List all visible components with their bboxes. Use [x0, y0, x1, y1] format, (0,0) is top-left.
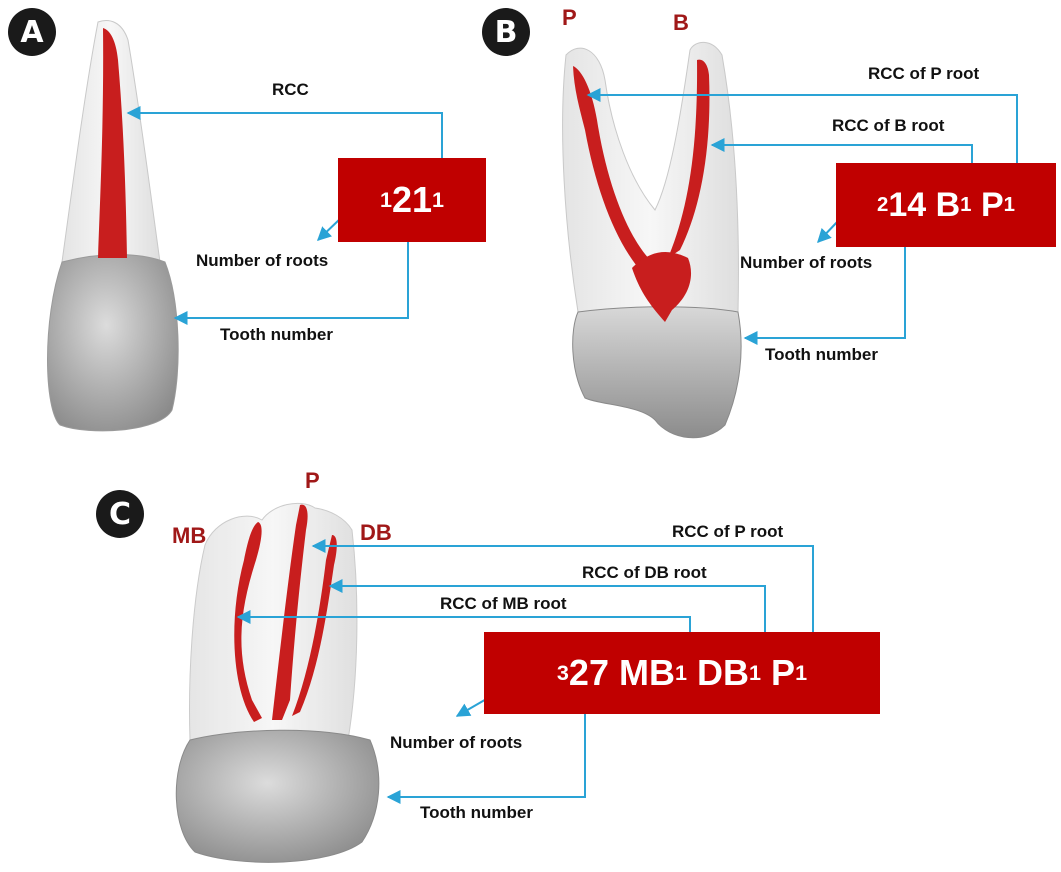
- panel-c-code-p: P: [771, 652, 796, 693]
- panel-b-code-number: 14: [888, 185, 927, 224]
- panel-b-root-b: B: [673, 10, 689, 35]
- panel-c-badge: C: [96, 490, 144, 538]
- tooth-a: [47, 20, 179, 432]
- panel-b-code-b: B: [935, 185, 961, 224]
- panel-b-badge: B: [482, 8, 530, 56]
- tooth-a-crown: [47, 254, 179, 432]
- panel-c-tooth-label: Tooth number: [420, 803, 533, 822]
- tooth-c: [175, 502, 380, 863]
- tooth-c-canal-db: [292, 535, 337, 716]
- tooth-a-canal: [98, 28, 127, 258]
- tooth-c-roots: [189, 502, 358, 741]
- panel-c-root-mb: MB: [172, 523, 207, 548]
- panel-c-rcc-p-label: RCC of P root: [672, 522, 784, 541]
- panel-a-code-number: 21: [391, 179, 433, 220]
- panel-a-rcc-label: RCC: [272, 80, 309, 99]
- tooth-c-canal-mb: [234, 522, 262, 722]
- tooth-b-pulp-chamber: [632, 252, 692, 322]
- panel-b-root-p: P: [562, 5, 577, 30]
- panel-c-root-db: DB: [360, 520, 392, 545]
- panel-a-tooth-label: Tooth number: [220, 325, 333, 344]
- panel-b-tooth-label: Tooth number: [765, 345, 878, 364]
- tooth-b: [562, 41, 742, 439]
- panel-b-rcc-b-label: RCC of B root: [832, 116, 945, 135]
- panel-c-root-p: P: [305, 468, 320, 493]
- panel-c-roots-label: Number of roots: [390, 733, 523, 752]
- tooth-b-canal-p: [573, 66, 652, 270]
- panel-c-code-number: 27: [568, 652, 609, 693]
- panel-b-rcc-p-label: RCC of P root: [868, 64, 980, 83]
- tooth-c-crown: [175, 729, 380, 863]
- tooth-b-roots: [562, 41, 739, 313]
- panel-c-code-db: DB: [697, 652, 750, 693]
- panel-a-badge: A: [8, 8, 56, 56]
- arrows-c: [236, 539, 814, 804]
- panel-c-rcc-db-label: RCC of DB root: [582, 563, 707, 582]
- panel-b-code-p: P: [980, 185, 1004, 224]
- panel-c-code-mb: MB: [618, 652, 675, 693]
- panel-b-roots-label: Number of roots: [740, 253, 873, 272]
- panel-a-roots-label: Number of roots: [196, 251, 329, 270]
- tooth-b-crown: [572, 306, 742, 439]
- tooth-c-canal-p: [272, 504, 308, 720]
- tooth-b-canal-b: [668, 59, 710, 258]
- panel-c-rcc-mb-label: RCC of MB root: [440, 594, 567, 613]
